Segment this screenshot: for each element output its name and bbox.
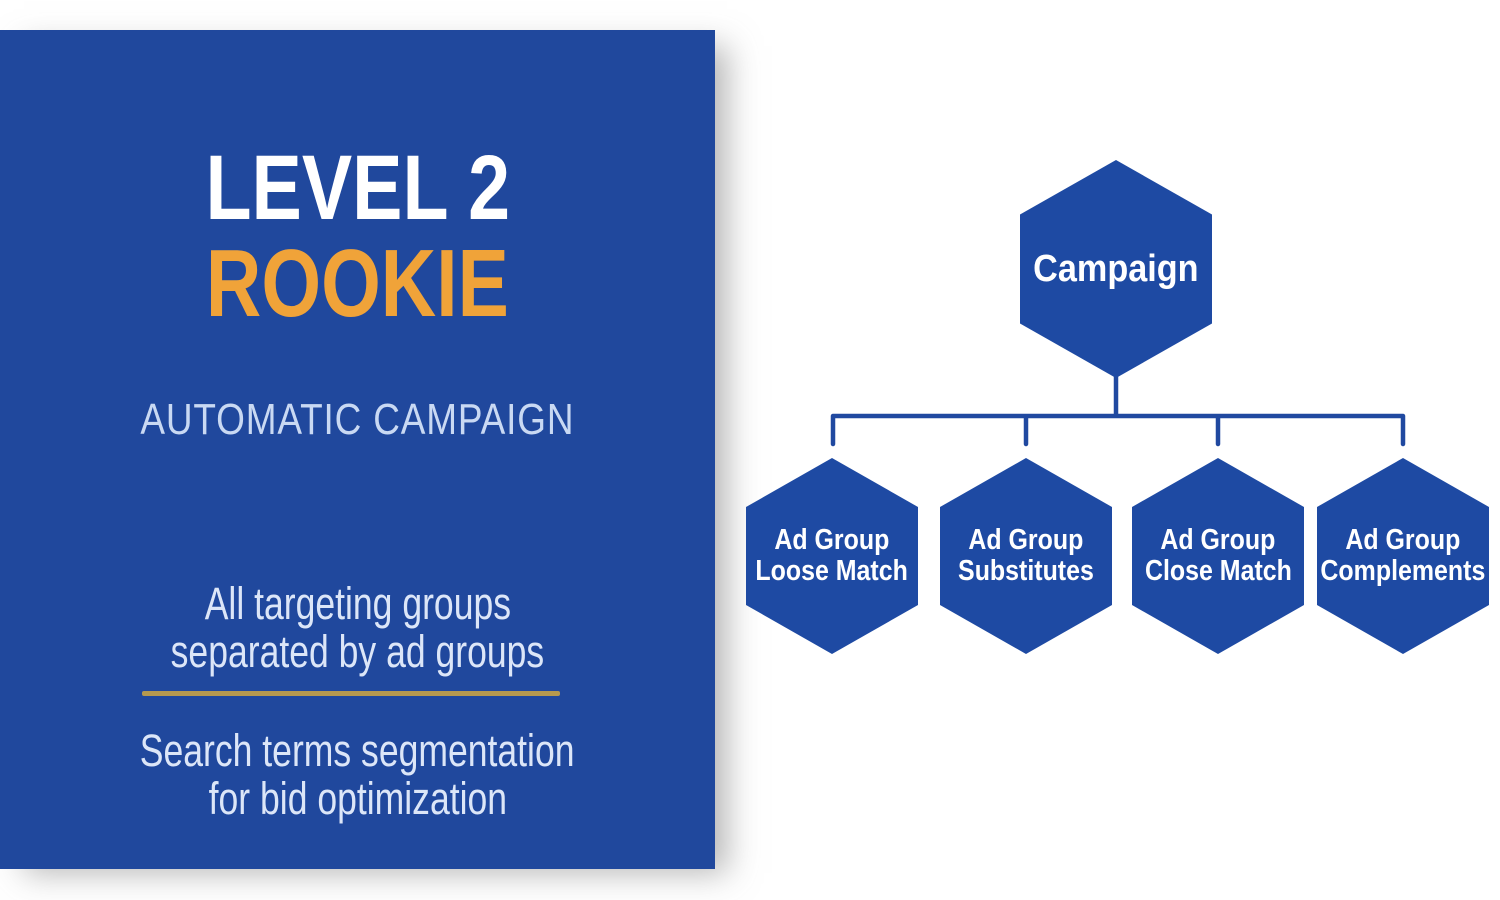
campaign-type-subtitle-text: AUTOMATIC CAMPAIGN xyxy=(140,395,575,444)
feature-search-terms: Search terms segmentation for bid optimi… xyxy=(0,727,715,823)
node-label: Ad Group xyxy=(1160,524,1276,556)
feature-line-text: Search terms segmentation xyxy=(140,725,575,776)
feature-line: separated by ad groups xyxy=(0,628,715,676)
node-label: Close Match xyxy=(1144,555,1292,587)
node-label: Ad Group xyxy=(774,524,890,556)
level-title: LEVEL 2 xyxy=(0,142,715,234)
connector-path xyxy=(830,373,1406,447)
node-label: Ad Group xyxy=(968,524,1084,556)
divider-line xyxy=(142,691,560,696)
feature-line: for bid optimization xyxy=(0,775,715,823)
campaign-node-label: Campaign xyxy=(1033,248,1199,290)
left-panel: LEVEL 2 ROOKIE AUTOMATIC CAMPAIGN All ta… xyxy=(0,30,715,869)
ad-group-node-loose-match: Ad Group Loose Match xyxy=(746,458,918,654)
tier-title: ROOKIE xyxy=(0,236,715,332)
feature-line-text: All targeting groups xyxy=(204,578,511,629)
feature-line-text: separated by ad groups xyxy=(170,626,545,677)
node-label: Ad Group xyxy=(1345,524,1461,556)
feature-line: Search terms segmentation xyxy=(0,727,715,775)
node-label: Loose Match xyxy=(755,555,909,587)
node-label: Substitutes xyxy=(958,555,1094,587)
feature-line-text: for bid optimization xyxy=(208,773,507,824)
tier-title-text: ROOKIE xyxy=(206,230,509,337)
level-title-text: LEVEL 2 xyxy=(205,137,510,239)
node-label: Complements xyxy=(1320,555,1486,587)
feature-targeting-groups: All targeting groups separated by ad gro… xyxy=(0,580,715,676)
campaign-type-subtitle: AUTOMATIC CAMPAIGN xyxy=(0,398,715,442)
feature-line: All targeting groups xyxy=(0,580,715,628)
